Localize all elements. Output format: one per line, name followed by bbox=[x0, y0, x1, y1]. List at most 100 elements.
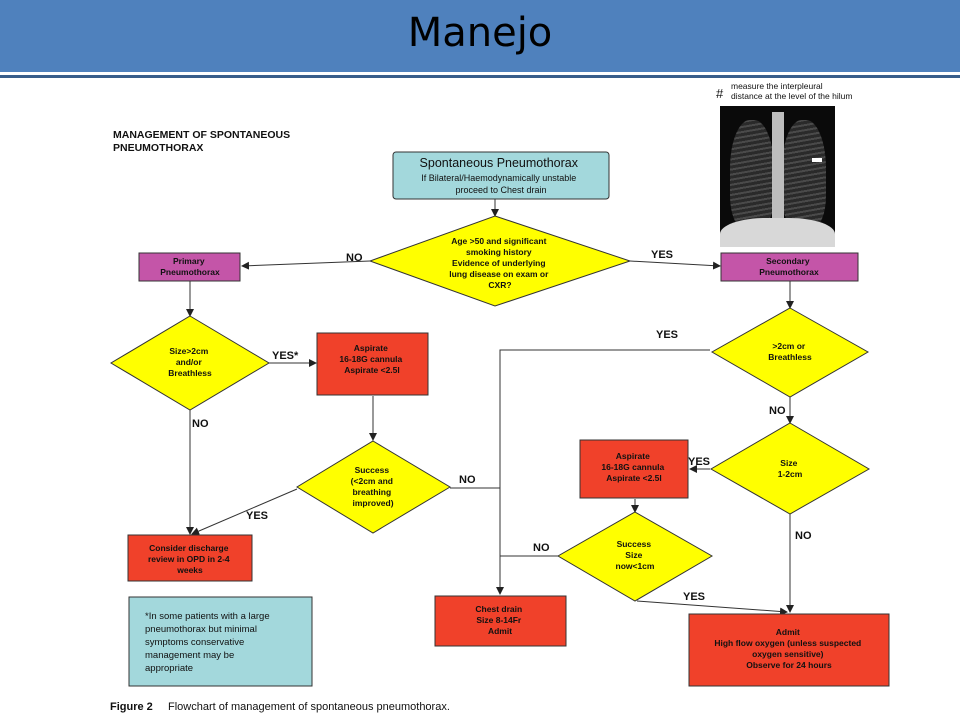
connectors bbox=[186, 199, 794, 616]
chest-xray-image bbox=[720, 106, 835, 247]
aspirate2-line2: 16-18G cannula bbox=[601, 462, 664, 472]
svg-text:Consider discharge revie: Consider discharge review in OPD in 2-4 … bbox=[148, 543, 232, 575]
aspirate2-line3: Aspirate <2.5l bbox=[606, 473, 662, 483]
discharge-line2: review in OPD in 2-4 bbox=[148, 554, 230, 564]
svg-text:*In some patients with a large: *In some patients with a large pneumotho… bbox=[145, 611, 272, 674]
caption-text: Flowchart of management of spontaneous p… bbox=[168, 701, 450, 713]
footnote-line3: symptoms conservative bbox=[145, 637, 244, 648]
label-no-secondary: NO bbox=[769, 405, 786, 417]
xray-diaphragm bbox=[720, 218, 835, 247]
xray-note: # measure the interpleural distance at t… bbox=[716, 81, 852, 101]
discharge-line1: Consider discharge bbox=[149, 543, 229, 553]
chestdrain-line1: Chest drain bbox=[475, 604, 522, 614]
start-box: Spontaneous Pneumothorax If Bilateral/Ha… bbox=[392, 151, 610, 200]
svg-text:Secondary Pneumothorax: Secondary Pneumothorax bbox=[759, 256, 819, 277]
flowchart-heading-line2: PNEUMOTHORAX bbox=[113, 142, 203, 154]
age-line5: CXR? bbox=[488, 280, 511, 290]
label-no-success1: NO bbox=[459, 474, 476, 486]
svg-text:Primary Pneumothorax: Primary Pneumothorax bbox=[160, 256, 220, 277]
svg-text:Aspirate 16-18G cannula: Aspirate 16-18G cannula Aspirate <2.5l bbox=[339, 343, 404, 375]
primary-line2: Pneumothorax bbox=[160, 267, 220, 277]
xray-note-symbol: # bbox=[716, 86, 724, 101]
primary-line1: Primary bbox=[173, 256, 205, 266]
secondary-line2: Pneumothorax bbox=[759, 267, 819, 277]
svg-text:Success Size now<1: Success Size now<1cm bbox=[616, 539, 655, 571]
success1-line2: (<2cm and bbox=[351, 476, 393, 486]
admit-line3: oxygen sensitive) bbox=[752, 649, 824, 659]
footnote-line1: *In some patients with a large bbox=[145, 611, 270, 622]
secsize-line1: >2cm or bbox=[772, 341, 806, 351]
success2-line1: Success bbox=[617, 539, 652, 549]
success1-line3: breathing bbox=[352, 487, 391, 497]
label-no-size12: NO bbox=[795, 530, 812, 542]
secondary-size-decision: >2cm or Breathless bbox=[710, 307, 870, 398]
svg-text:Admit High flow oxygen (: Admit High flow oxygen (unless suspected… bbox=[714, 627, 863, 670]
chestdrain-line3: Admit bbox=[488, 626, 512, 636]
size12-line1: Size bbox=[780, 458, 797, 468]
svg-text:Success (<2cm and: Success (<2cm and breathing improved) bbox=[351, 465, 396, 508]
xray-arrow-marker bbox=[812, 158, 822, 162]
xray-note-line2: distance at the level of the hilum bbox=[731, 91, 852, 101]
label-yes-age: YES bbox=[651, 249, 673, 261]
title-bar bbox=[0, 0, 960, 75]
label-no-age: NO bbox=[346, 252, 363, 264]
footnote-line2: pneumothorax but minimal bbox=[145, 624, 257, 635]
secondary-line1: Secondary bbox=[766, 256, 810, 266]
success-decision-1: Success (<2cm and breathing improved) bbox=[296, 440, 451, 534]
size-primary-decision: Size>2cm and/or Breathless bbox=[110, 315, 270, 411]
caption-label: Figure 2 bbox=[110, 701, 153, 713]
primary-box: Primary Pneumothorax bbox=[138, 252, 241, 282]
size-primary-line1: Size>2cm bbox=[169, 346, 208, 356]
admit-box: Admit High flow oxygen (unless suspected… bbox=[688, 613, 890, 687]
svg-text:Aspirate 16-18G cannula: Aspirate 16-18G cannula Aspirate <2.5l bbox=[601, 451, 666, 483]
size12-line2: 1-2cm bbox=[778, 469, 803, 479]
label-yes-success2: YES bbox=[683, 591, 705, 603]
chest-drain-box: Chest drain Size 8-14Fr Admit bbox=[434, 595, 567, 647]
secondary-box: Secondary Pneumothorax bbox=[720, 252, 859, 282]
label-no-size-primary: NO bbox=[192, 418, 209, 430]
svg-text:Age >50 and significant: Age >50 and significant smoking history … bbox=[449, 236, 551, 290]
xray-left-lung bbox=[730, 120, 774, 228]
figure-caption: Figure 2 Flowchart of management of spon… bbox=[110, 701, 450, 713]
admit-line1: Admit bbox=[776, 627, 800, 637]
label-yes-success1: YES bbox=[246, 510, 268, 522]
label-yes-secondary: YES bbox=[656, 329, 678, 341]
success2-line2: Size bbox=[625, 550, 642, 560]
size-1-2-decision: Size 1-2cm bbox=[709, 422, 871, 515]
footnote-line4: management may be bbox=[145, 650, 234, 661]
chestdrain-line2: Size 8-14Fr bbox=[476, 615, 522, 625]
size-primary-line3: Breathless bbox=[168, 368, 212, 378]
age-line2: smoking history bbox=[466, 247, 532, 257]
admit-line4: Observe for 24 hours bbox=[746, 660, 832, 670]
xray-right-lung bbox=[782, 120, 826, 228]
start-line2: If Bilateral/Haemodynamically unstable bbox=[421, 173, 576, 183]
secsize-line2: Breathless bbox=[768, 352, 812, 362]
start-line3: proceed to Chest drain bbox=[455, 185, 546, 195]
svg-text:Chest drain Size 8-14Fr: Chest drain Size 8-14Fr Admit bbox=[475, 604, 524, 636]
slide-title: Manejo bbox=[407, 10, 553, 56]
aspirate-box-2: Aspirate 16-18G cannula Aspirate <2.5l bbox=[579, 439, 689, 499]
admit-line2: High flow oxygen (unless suspected bbox=[714, 638, 861, 648]
size-primary-line2: and/or bbox=[176, 357, 203, 367]
discharge-box: Consider discharge review in OPD in 2-4 … bbox=[127, 534, 253, 582]
heading-block: MANAGEMENT OF SPONTANEOUS PNEUMOTHORAX bbox=[113, 129, 290, 154]
footnote-box: *In some patients with a large pneumotho… bbox=[128, 596, 313, 687]
success1-line4: improved) bbox=[352, 498, 393, 508]
age-line4: lung disease on exam or bbox=[449, 269, 549, 279]
aspirate2-line1: Aspirate bbox=[616, 451, 650, 461]
footnote-line5: appropriate bbox=[145, 663, 193, 674]
branch-labels: NO YES YES* NO YES NO YES NO YES NO NO Y… bbox=[192, 249, 812, 603]
aspirate1-line3: Aspirate <2.5l bbox=[344, 365, 400, 375]
svg-text:Size>2cm and/or Br: Size>2cm and/or Breathless bbox=[168, 346, 212, 378]
label-no-success2: NO bbox=[533, 542, 550, 554]
discharge-line3: weeks bbox=[176, 565, 203, 575]
aspirate-box-1: Aspirate 16-18G cannula Aspirate <2.5l bbox=[316, 332, 429, 396]
svg-text:Spontaneous Pneumothorax: Spontaneous Pneumothorax If Bilateral/Ha… bbox=[420, 154, 583, 195]
svg-text:>2cm or Breathless: >2cm or Breathless bbox=[768, 341, 812, 362]
success-decision-2: Success Size now<1cm bbox=[557, 511, 713, 602]
age-decision: Age >50 and significant smoking history … bbox=[368, 215, 632, 307]
xray-spine bbox=[772, 112, 784, 242]
aspirate1-line1: Aspirate bbox=[354, 343, 388, 353]
svg-text:Size 1-2cm: Size 1-2cm bbox=[778, 458, 803, 479]
